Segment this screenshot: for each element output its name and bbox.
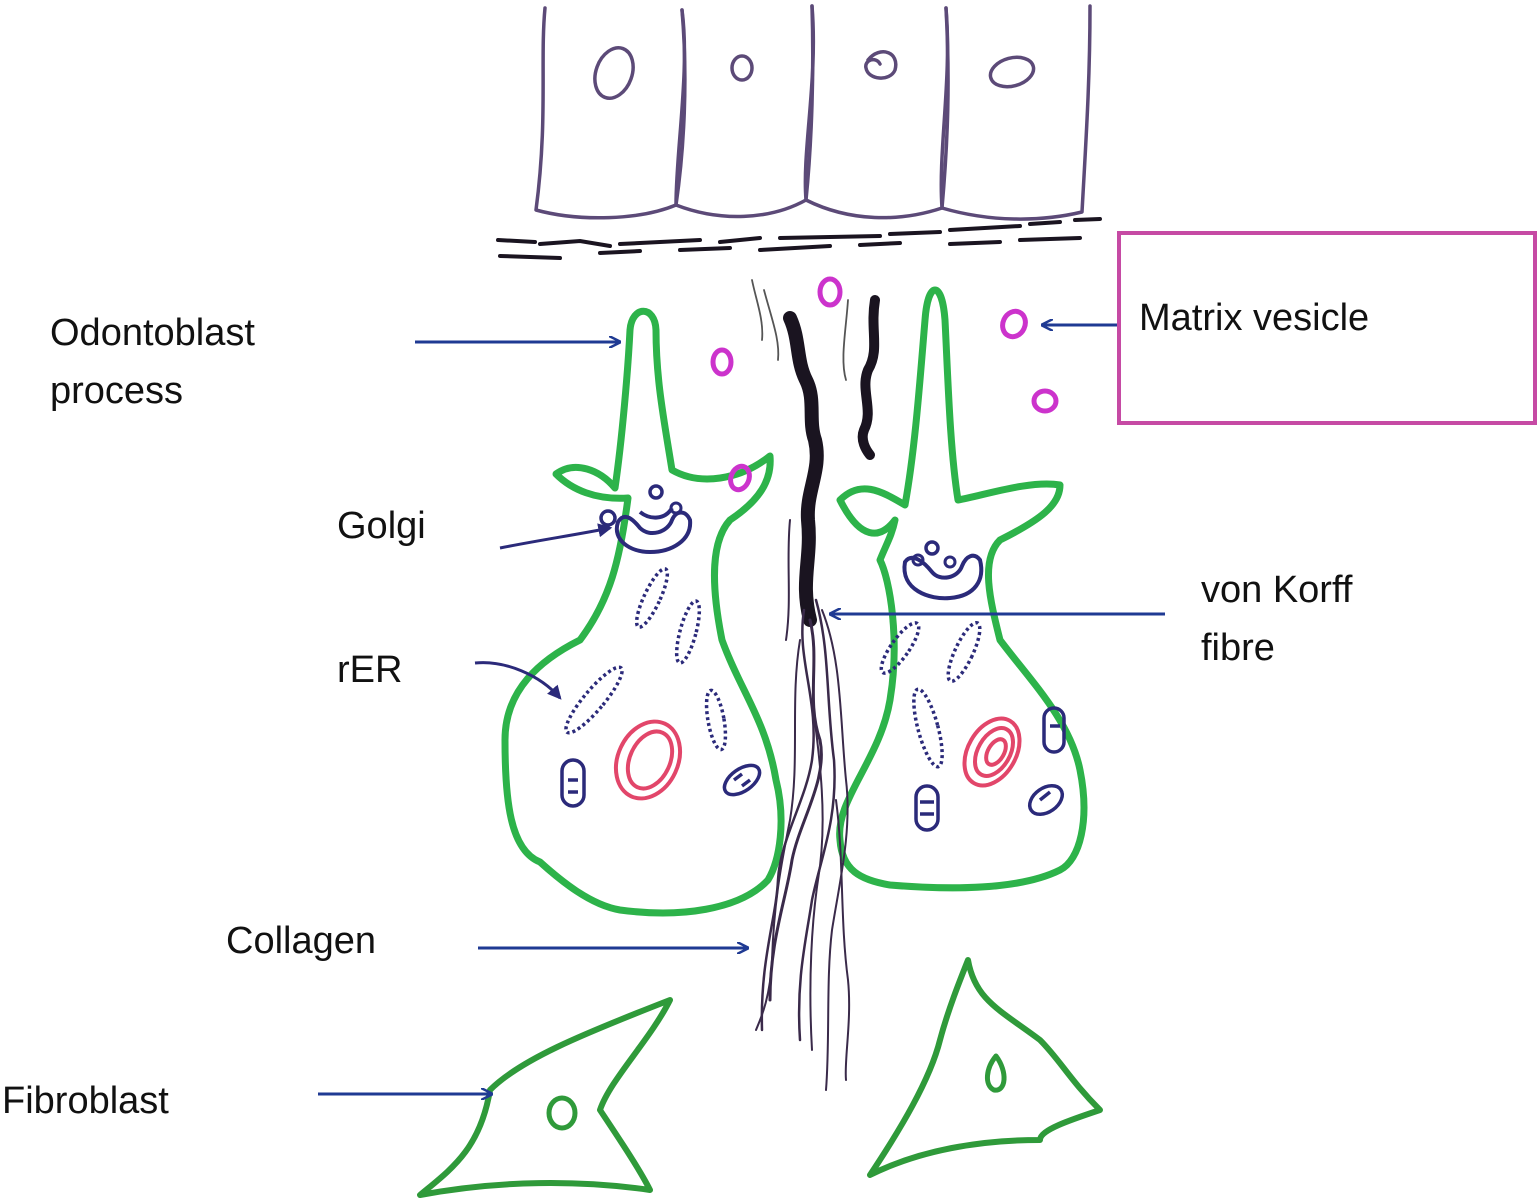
label-odontoblast-process: Odontoblast process (50, 304, 255, 420)
pointer-arrows (318, 325, 1165, 1094)
label-von-korff-line1: von Korff (1201, 561, 1352, 619)
fibroblast-right (870, 960, 1100, 1175)
label-von-korff-fibre: von Korff fibre (1201, 561, 1352, 677)
label-von-korff-line2: fibre (1201, 619, 1352, 677)
label-odontoblast-process-line1: Odontoblast (50, 304, 255, 362)
label-collagen: Collagen (226, 912, 376, 970)
odontoblast-membrane-left (505, 311, 781, 913)
matrix-vesicle (727, 464, 752, 493)
mitochondria (562, 760, 765, 806)
ameloblast-cell (805, 6, 948, 218)
label-rer: rER (337, 641, 402, 699)
label-fibroblast: Fibroblast (2, 1072, 169, 1130)
label-matrix-vesicle: Matrix vesicle (1139, 289, 1369, 347)
fibroblast-left (420, 1000, 670, 1195)
ameloblast-nucleus (588, 42, 640, 103)
label-golgi: Golgi (337, 497, 426, 555)
matrix-vesicle (820, 279, 840, 305)
nucleus-right (953, 709, 1031, 795)
matrix-vesicle (999, 308, 1030, 341)
ameloblast-nucleus (866, 52, 896, 78)
odontoblast-cell-left (505, 311, 781, 913)
ameloblast-cell (941, 6, 1090, 219)
pointer-arrows-dark (475, 528, 610, 698)
ameloblast-nucleus (732, 56, 752, 80)
nucleus-left (604, 711, 692, 809)
ameloblast-nucleus (987, 53, 1037, 91)
fibroblast-nucleus (987, 1056, 1004, 1090)
odontoblast-membrane-right (840, 290, 1084, 888)
label-odontoblast-process-line2: process (50, 362, 255, 420)
von-korff-fibre (752, 280, 875, 1090)
matrix-vesicle (713, 350, 731, 374)
golgi-apparatus (904, 556, 981, 599)
basement-membrane (498, 219, 1100, 258)
arrow-golgi (500, 528, 610, 548)
ameloblast-layer (536, 6, 1090, 219)
odontoblast-cell-right (840, 290, 1084, 888)
fibroblast-nucleus (549, 1098, 575, 1128)
ameloblast-cell (676, 6, 813, 216)
matrix-vesicle (1034, 391, 1056, 411)
ameloblast-cell (536, 8, 685, 218)
